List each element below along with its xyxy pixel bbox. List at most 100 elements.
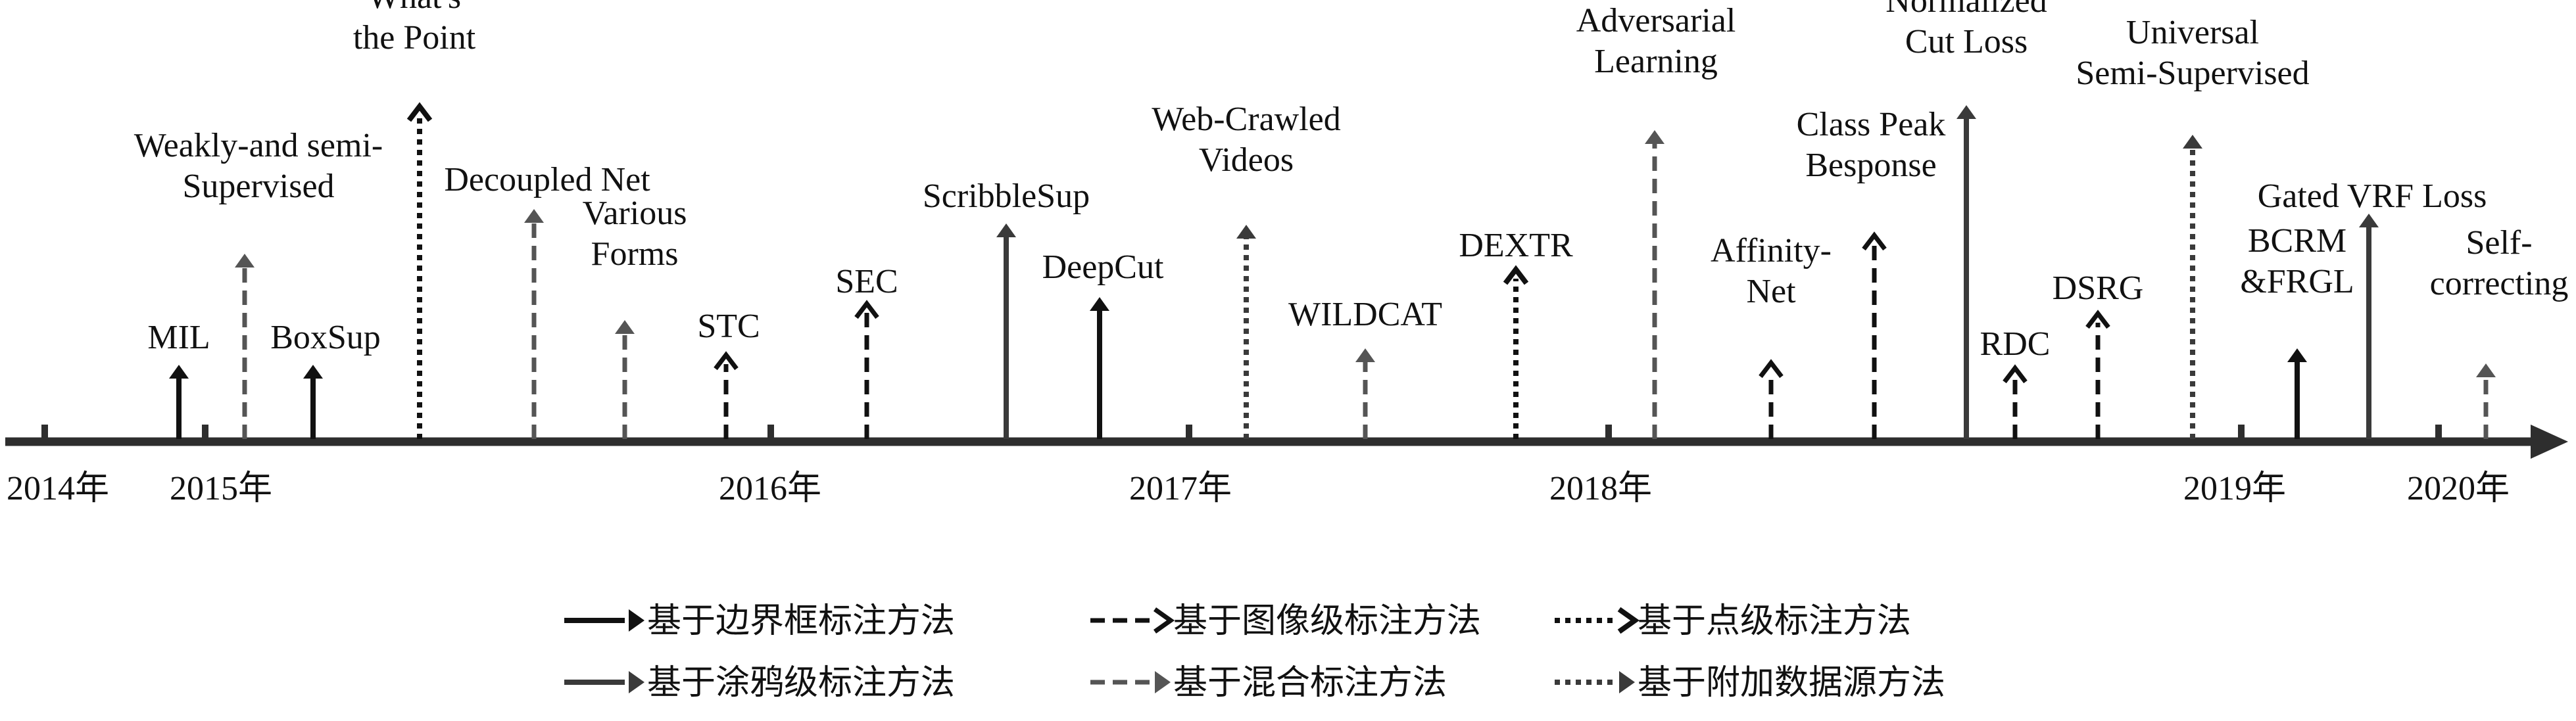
- method-label: Supervised: [182, 168, 334, 205]
- method-label: Weakly-and semi-: [134, 127, 383, 164]
- method-marker: Affinity-Net: [1711, 232, 1832, 439]
- legend-item: 基于附加数据源方法: [1555, 664, 1945, 702]
- method-marker: RDC: [1980, 325, 2051, 439]
- legend-label: 基于图像级标注方法: [1173, 603, 1481, 640]
- method-label: Forms: [591, 235, 679, 273]
- method-label: Universal: [2126, 14, 2259, 51]
- legend-label: 基于涂鸦级标注方法: [647, 664, 955, 702]
- method-arrowhead: [1503, 265, 1529, 285]
- legend-arrowhead: [1617, 607, 1640, 634]
- method-marker: DEXTR: [1459, 227, 1573, 439]
- method-arrowhead: [1645, 130, 1665, 144]
- method-label: Class Peak: [1797, 106, 1946, 143]
- method-label: SEC: [835, 263, 898, 300]
- method-label: Besponse: [1805, 147, 1936, 184]
- method-label: BoxSup: [270, 319, 381, 356]
- method-arrowhead: [524, 209, 544, 223]
- method-label: DSRG: [2053, 269, 2144, 307]
- legend-item: 基于混合标注方法: [1090, 664, 1447, 702]
- method-arrowhead: [1090, 297, 1109, 311]
- method-label: STC: [697, 308, 760, 345]
- method-marker: Weakly-and semi- Supervised: [134, 127, 383, 439]
- method-label: Various: [583, 195, 687, 232]
- method-arrowhead: [714, 351, 739, 371]
- method-arrowhead: [854, 300, 879, 319]
- legend-label: 基于边界框标注方法: [647, 603, 955, 640]
- year-label: 2016年: [719, 470, 821, 507]
- year-label: 2017年: [1129, 470, 1232, 507]
- method-arrowhead: [2359, 214, 2379, 227]
- year-label: 2019年: [2183, 470, 2286, 507]
- method-label: Decoupled Net: [444, 161, 650, 198]
- method-label: RDC: [1980, 325, 2051, 363]
- legend-item: 基于点级标注方法: [1555, 603, 1911, 640]
- legend-arrowhead: [1619, 671, 1635, 693]
- method-label: Net: [1746, 273, 1796, 310]
- method-label: MIL: [147, 319, 210, 356]
- method-arrowhead: [1355, 348, 1375, 362]
- method-marker: ScribbleSup: [923, 177, 1090, 439]
- axis-arrowhead: [2531, 425, 2568, 459]
- method-arrowhead: [2183, 135, 2202, 149]
- method-label: BCRM: [2248, 222, 2346, 260]
- method-label: Semi-Supervised: [2076, 55, 2309, 92]
- legend-item: 基于边界框标注方法: [564, 603, 955, 640]
- method-marker: BCRM&FRGL: [2240, 222, 2354, 439]
- timeline-axis: [5, 425, 2568, 459]
- method-label: What's: [368, 0, 461, 16]
- method-label: Self-: [2466, 224, 2532, 262]
- method-arrowhead: [406, 102, 433, 122]
- year-label: 2020年: [2407, 470, 2510, 507]
- method-label: Web-Crawled: [1152, 101, 1340, 138]
- method-label: DEXTR: [1459, 227, 1573, 264]
- method-arrowhead: [996, 223, 1016, 237]
- method-arrowhead: [169, 365, 189, 379]
- method-arrowhead: [615, 320, 635, 334]
- method-arrowhead: [2476, 363, 2496, 377]
- method-label: &FRGL: [2240, 263, 2354, 300]
- method-label: Videos: [1199, 141, 1294, 179]
- method-arrowhead: [2287, 348, 2307, 362]
- legend-label: 基于点级标注方法: [1638, 603, 1911, 640]
- method-arrowhead: [1862, 231, 1887, 251]
- method-marker: DSRG: [2053, 269, 2144, 439]
- legend-arrowhead: [1153, 607, 1175, 634]
- method-marker: MIL: [147, 319, 210, 439]
- method-marker: WILDCAT: [1288, 296, 1442, 439]
- method-label: Learning: [1594, 43, 1718, 80]
- method-label: Adversarial: [1576, 2, 1736, 39]
- method-label: the Point: [353, 19, 476, 57]
- legend-arrowhead: [1155, 671, 1171, 693]
- method-arrowhead: [2085, 310, 2110, 329]
- legend-item: 基于图像级标注方法: [1090, 603, 1481, 640]
- legend-label: 基于混合标注方法: [1173, 664, 1447, 702]
- legend-label: 基于附加数据源方法: [1638, 664, 1945, 702]
- year-label: 2018年: [1549, 470, 1652, 507]
- method-marker: STC: [697, 308, 760, 439]
- method-marker: DeepCut: [1042, 248, 1164, 439]
- method-arrowhead: [235, 254, 255, 267]
- method-arrowhead: [1956, 105, 1976, 119]
- method-label: Gated VRF Loss: [2258, 177, 2487, 215]
- method-label: Normalized: [1885, 0, 2047, 20]
- method-marker: Self-correcting: [2430, 224, 2569, 439]
- year-label: 2014年: [7, 470, 109, 507]
- method-arrowhead: [303, 365, 323, 379]
- method-marker: SEC: [835, 263, 898, 439]
- legend-item: 基于涂鸦级标注方法: [564, 664, 955, 702]
- method-label: correcting: [2430, 265, 2569, 302]
- method-marker: Gated VRF Loss: [2258, 177, 2487, 439]
- legend-arrowhead: [629, 609, 644, 632]
- method-label: WILDCAT: [1288, 296, 1442, 333]
- method-arrowhead: [1759, 359, 1784, 379]
